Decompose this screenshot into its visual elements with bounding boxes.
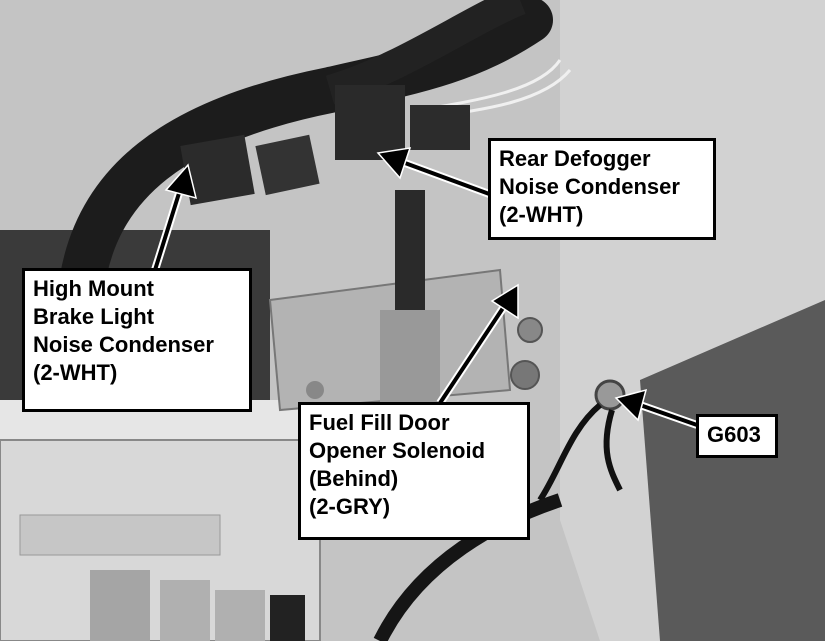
callout-line: Rear Defogger xyxy=(499,146,651,171)
callout-line: G603 xyxy=(707,422,761,447)
callout-fuel-fill-door: Fuel Fill Door Opener Solenoid (Behind) … xyxy=(298,402,530,540)
callout-line: (Behind) xyxy=(309,466,399,491)
callout-line: High Mount xyxy=(33,276,154,301)
arrow-g603 xyxy=(614,388,699,429)
arrow-rear-defogger xyxy=(376,147,494,199)
callout-line: Noise Condenser xyxy=(499,174,680,199)
callout-line: Brake Light xyxy=(33,304,155,329)
callout-line: (2-WHT) xyxy=(499,202,584,227)
callout-g603: G603 xyxy=(696,414,778,458)
callout-line: Fuel Fill Door xyxy=(309,410,450,435)
callout-line: (2-GRY) xyxy=(309,494,391,519)
callout-rear-defogger: Rear Defogger Noise Condenser (2-WHT) xyxy=(488,138,716,240)
callout-line: Noise Condenser xyxy=(33,332,214,357)
arrow-high-mount xyxy=(151,163,198,272)
callout-line: Opener Solenoid xyxy=(309,438,486,463)
arrow-fuel-fill xyxy=(436,283,519,406)
callout-arrows xyxy=(151,147,699,429)
callout-line: (2-WHT) xyxy=(33,360,118,385)
callout-high-mount-brake-light: High Mount Brake Light Noise Condenser (… xyxy=(22,268,252,412)
